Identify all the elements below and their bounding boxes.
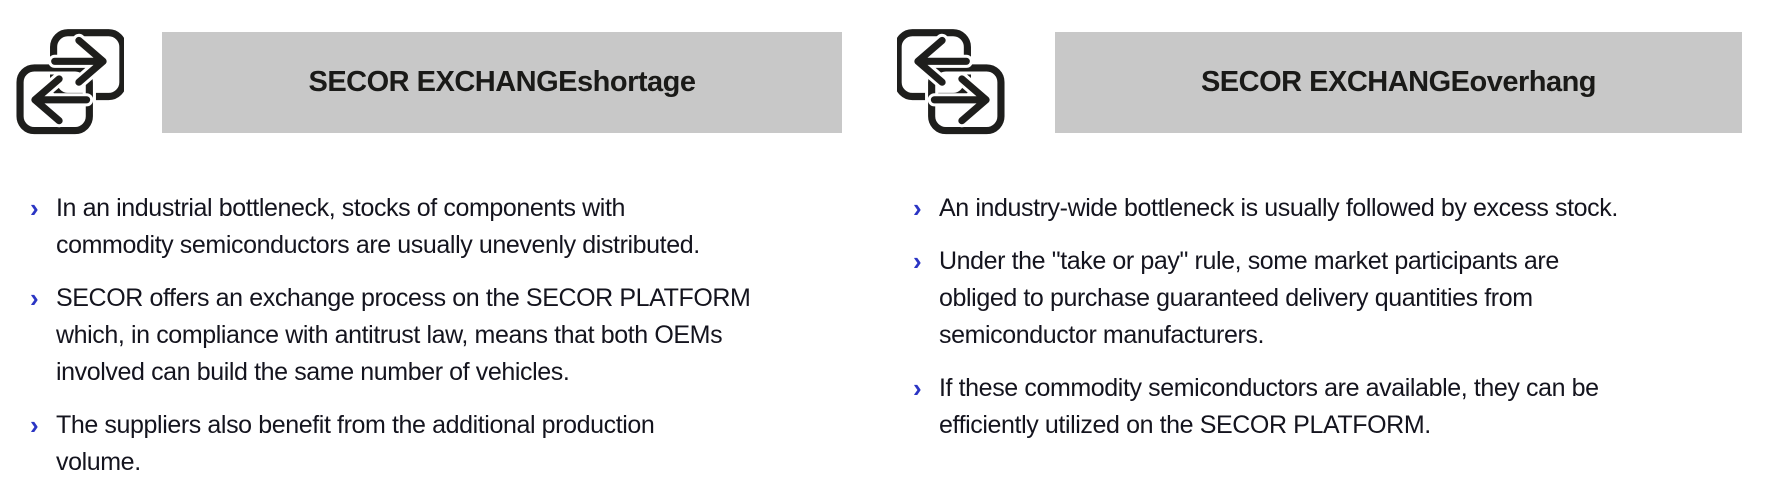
bullet-text: An industry-wide bottleneck is usually f…: [939, 194, 1618, 222]
list-item: › An industry-wide bottleneck is usually…: [913, 190, 1742, 227]
overhang-bullet-list: › An industry-wide bottleneck is usually…: [897, 190, 1742, 444]
list-item: › Under the "take or pay" rule, some mar…: [913, 243, 1742, 354]
overhang-header: SECOR EXCHANGEoverhang: [897, 25, 1742, 135]
chevron-bullet-icon: ›: [913, 373, 922, 403]
list-item: › In an industrial bottleneck, stocks of…: [30, 190, 842, 264]
list-item: › SECOR offers an exchange process on th…: [30, 280, 842, 391]
bullet-text: Under the "take or pay" rule, some marke…: [939, 247, 1559, 349]
chevron-bullet-icon: ›: [30, 193, 39, 223]
overhang-panel: SECOR EXCHANGEoverhang › An industry-wid…: [882, 0, 1765, 490]
bullet-text: SECOR offers an exchange process on the …: [56, 284, 751, 386]
exchange-arrows-icon: [14, 25, 124, 135]
chevron-bullet-icon: ›: [30, 410, 39, 440]
shortage-title-bar: SECOR EXCHANGEshortage: [162, 32, 842, 133]
chevron-bullet-icon: ›: [913, 246, 922, 276]
list-item: › If these commodity semiconductors are …: [913, 370, 1742, 444]
chevron-bullet-icon: ›: [913, 193, 922, 223]
list-item: › The suppliers also benefit from the ad…: [30, 407, 842, 481]
shortage-title: SECOR EXCHANGEshortage: [308, 66, 696, 98]
chevron-bullet-icon: ›: [30, 283, 39, 313]
overhang-title-bar: SECOR EXCHANGEoverhang: [1055, 32, 1742, 133]
shortage-bullet-list: › In an industrial bottleneck, stocks of…: [14, 190, 842, 481]
bullet-text: In an industrial bottleneck, stocks of c…: [56, 194, 700, 259]
overhang-title: SECOR EXCHANGEoverhang: [1200, 66, 1597, 98]
bullet-text: If these commodity semiconductors are av…: [939, 374, 1599, 439]
shortage-header: SECOR EXCHANGEshortage: [14, 25, 842, 135]
shortage-panel: SECOR EXCHANGEshortage › In an industria…: [0, 0, 882, 490]
bullet-text: The suppliers also benefit from the addi…: [56, 411, 655, 476]
exchange-arrows-mirrored-icon: [897, 25, 1007, 135]
